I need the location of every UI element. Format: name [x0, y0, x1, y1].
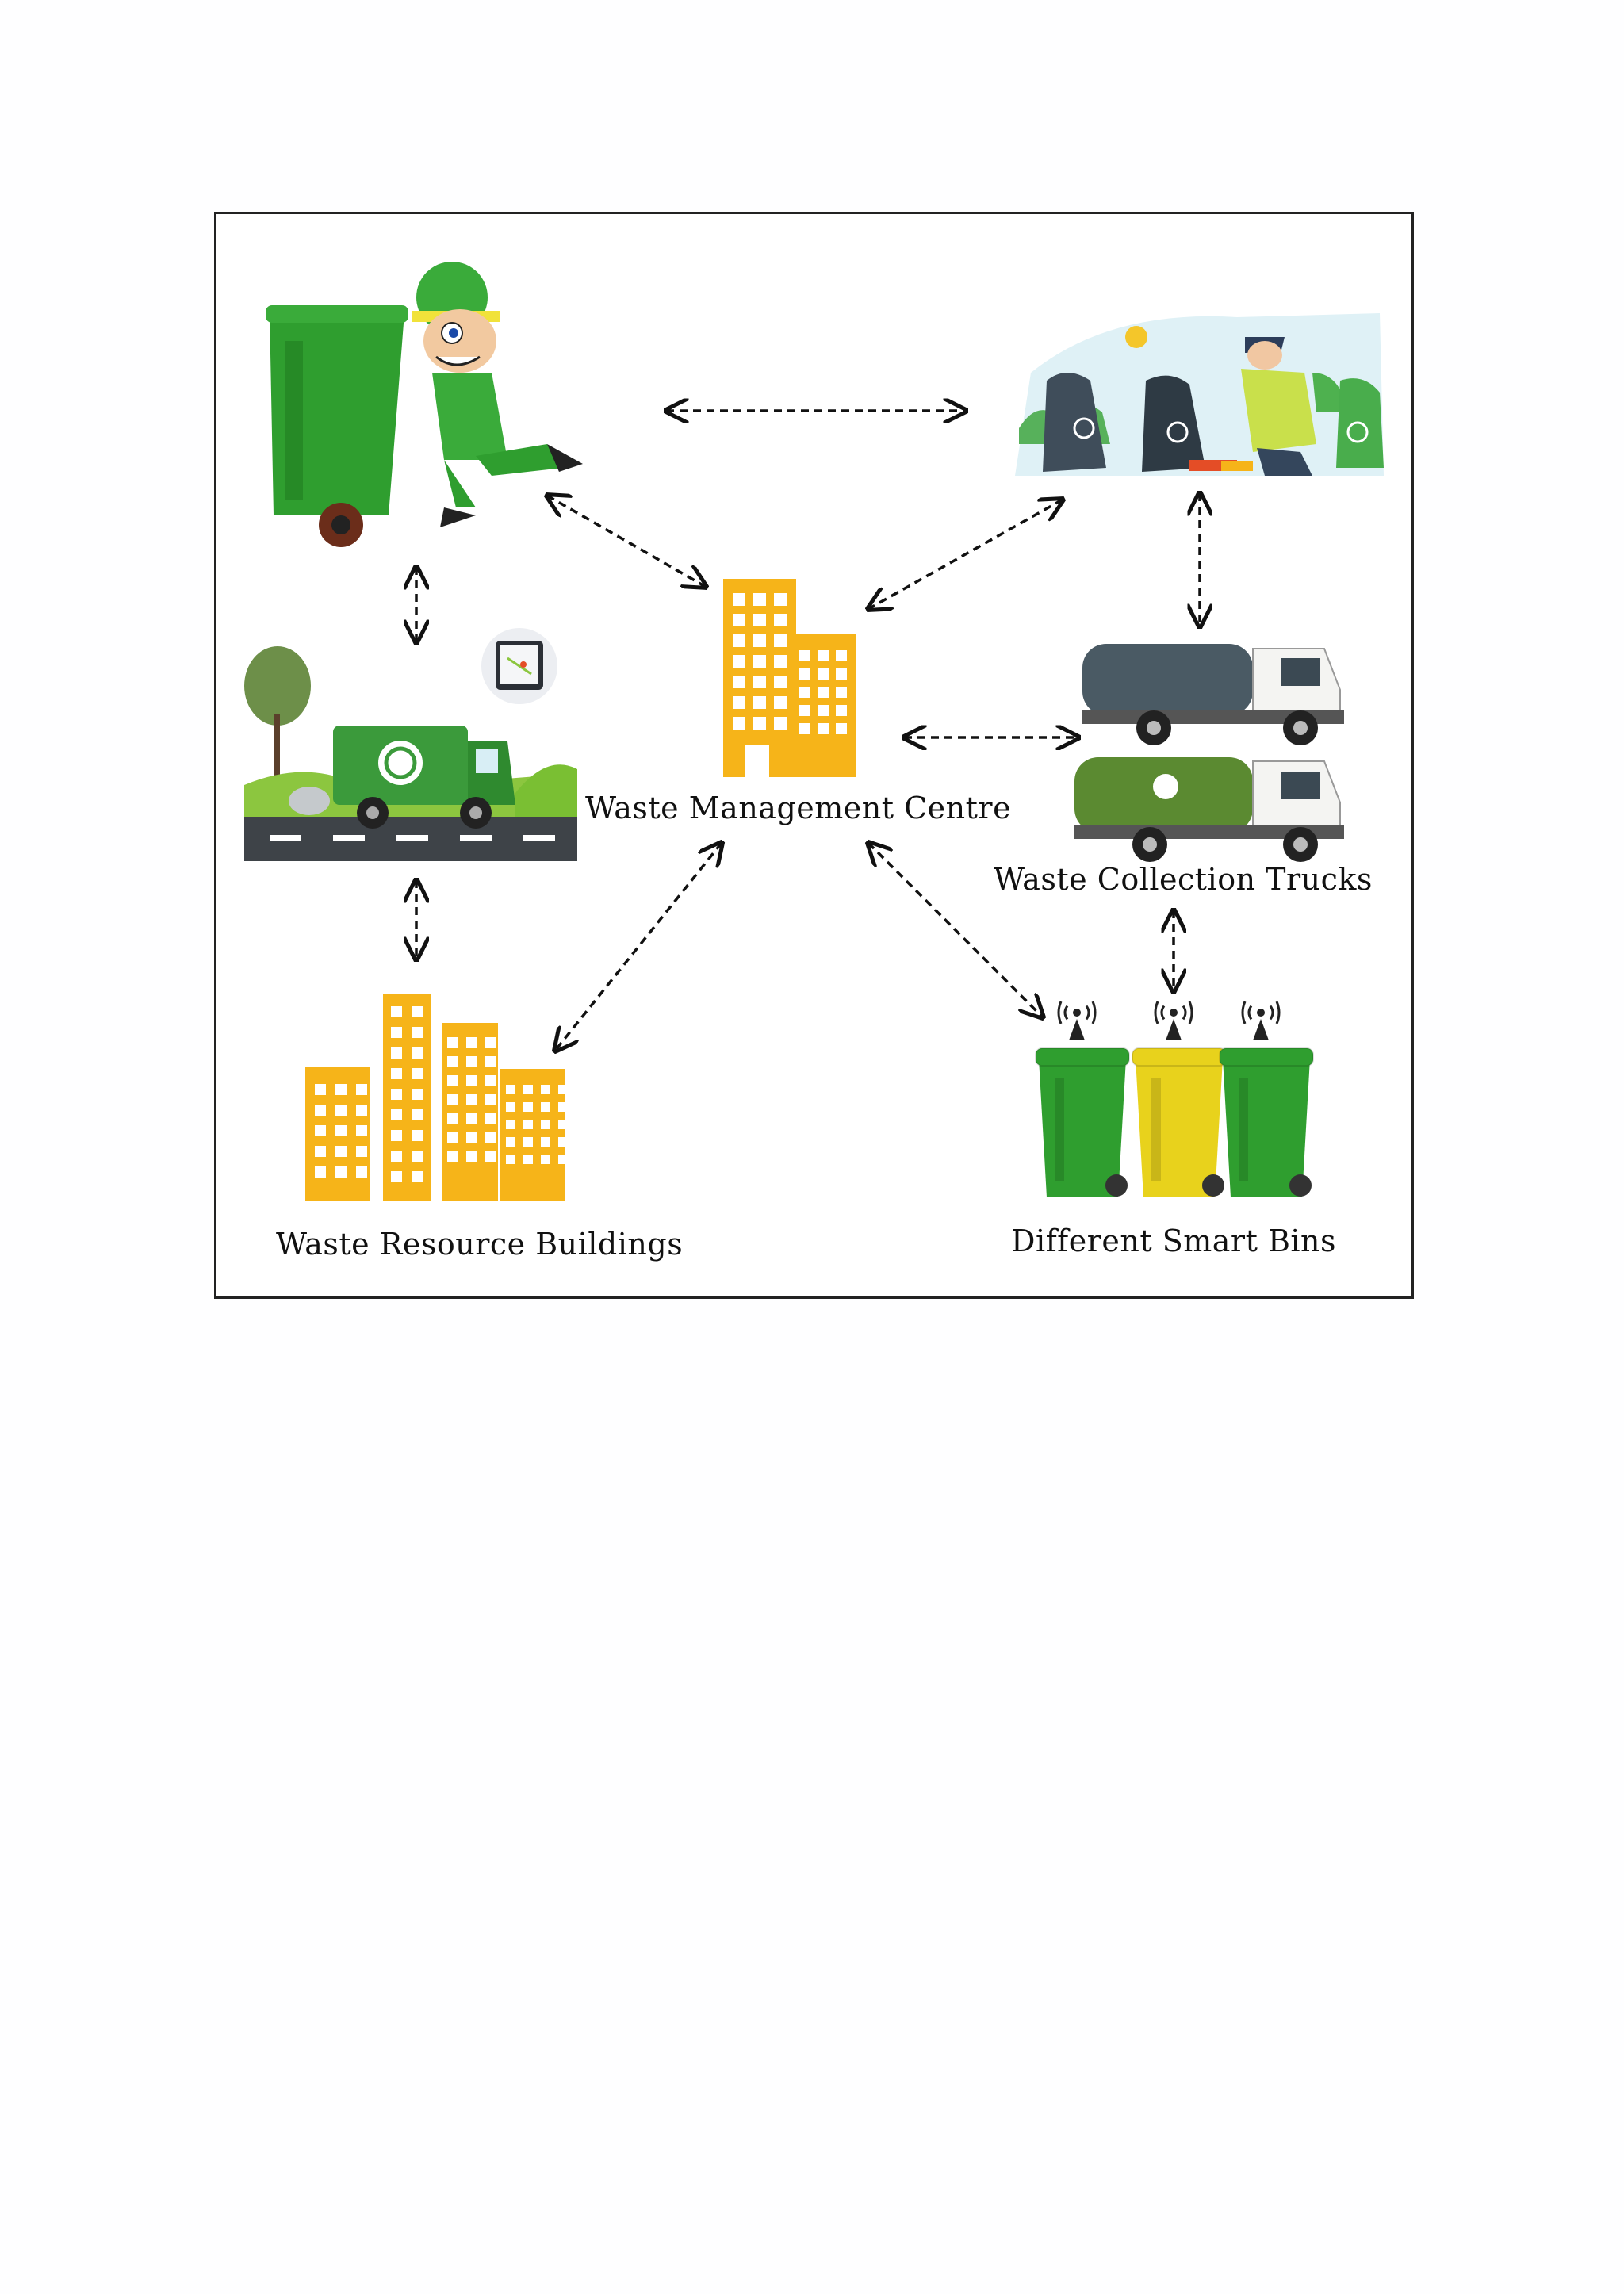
arrow-collector-to-centre — [868, 500, 1063, 609]
collection-trucks-icon — [1074, 644, 1344, 862]
arrow-worker-to-centre — [547, 496, 706, 587]
resource-buildings-icon — [305, 994, 568, 1201]
tracked-truck-scene-icon — [244, 628, 577, 861]
trucks-label: Waste Collection Trucks — [994, 862, 1373, 897]
connection-arrows — [416, 411, 1200, 1051]
centre-label: Waste Management Centre — [585, 791, 1012, 825]
worker-pushing-bin-icon — [266, 262, 583, 547]
arrow-centre-to-bins — [868, 843, 1043, 1017]
smart-bins-icon — [1035, 1001, 1314, 1197]
arrow-centre-to-buildings — [555, 843, 722, 1051]
bins-label: Different Smart Bins — [1011, 1224, 1337, 1258]
management-centre-building-icon — [723, 579, 856, 777]
worker-collecting-bags-icon — [1015, 313, 1384, 476]
buildings-label: Waste Resource Buildings — [276, 1227, 684, 1262]
